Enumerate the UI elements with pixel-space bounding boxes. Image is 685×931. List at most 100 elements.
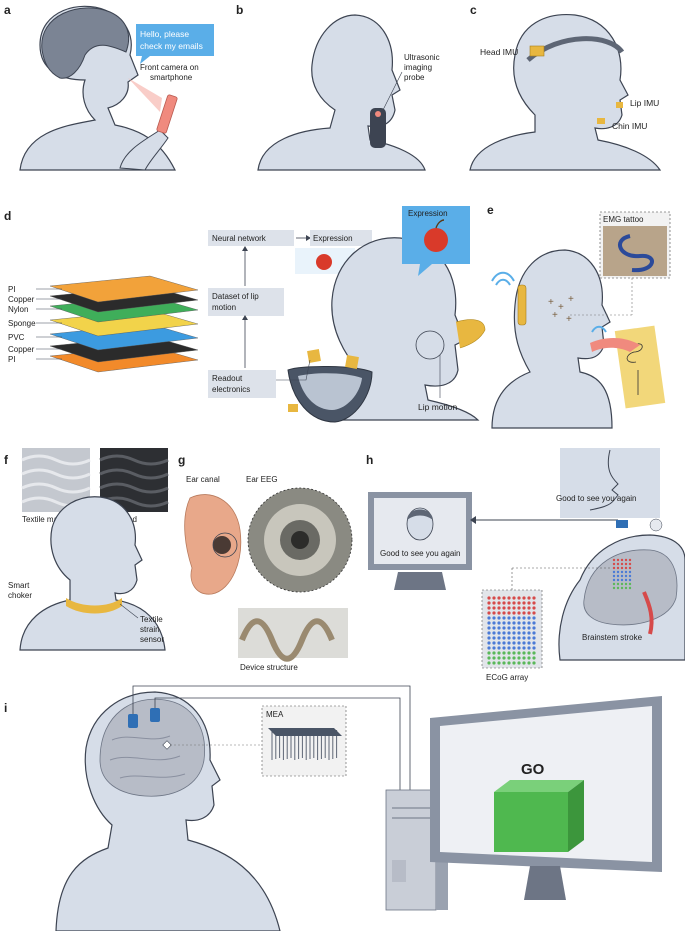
- ecog-electrode: [620, 562, 624, 566]
- ecog-inset-electrode: [487, 596, 491, 600]
- brainstem-stroke-marker: [642, 591, 654, 635]
- ecog-inset-electrode: [512, 611, 516, 615]
- ecog-inset-electrode: [487, 631, 491, 635]
- ecog-inset-electrode: [522, 646, 526, 650]
- ecog-inset-electrode: [502, 616, 506, 620]
- layer-label-2: Nylon: [8, 305, 28, 314]
- ecog-electrode: [628, 558, 632, 562]
- ecog-inset-electrode: [532, 621, 536, 625]
- ecog-inset-electrode: [527, 656, 531, 660]
- ecog-inset-electrode: [527, 641, 531, 645]
- ecog-inset-electrode: [532, 626, 536, 630]
- panel-g-letter: g: [178, 453, 185, 467]
- ecog-inset-electrode: [487, 601, 491, 605]
- chin-imu-label: Chin IMU: [612, 121, 647, 131]
- ecog-inset-electrode: [507, 661, 511, 665]
- ecog-inset-electrode: [492, 661, 496, 665]
- ecog-inset-electrode: [487, 646, 491, 650]
- mea-base: [268, 728, 342, 736]
- layer-label-0: PI: [8, 285, 16, 294]
- dataset-box: [208, 288, 284, 316]
- side-sensor-strip: [455, 319, 486, 349]
- ecog-inset-electrode: [517, 606, 521, 610]
- sensor-pad-side: [288, 404, 298, 412]
- ecog-inset-electrode: [512, 621, 516, 625]
- ecog-inset-electrode: [532, 596, 536, 600]
- ecog-electrode: [624, 558, 628, 562]
- ecog-inset-electrode: [527, 616, 531, 620]
- ecog-electrode: [624, 570, 628, 574]
- ecog-inset-electrode: [487, 651, 491, 655]
- dataset-line2: motion: [212, 303, 236, 312]
- lip-imu-icon: [616, 102, 623, 108]
- ecog-electrode: [628, 562, 632, 566]
- ecog-inset-electrode: [517, 656, 521, 660]
- head-imu-icon: [529, 45, 545, 57]
- layer-label-5: Copper: [8, 345, 35, 354]
- ecog-inset-electrode: [507, 646, 511, 650]
- ecog-inset-electrode: [492, 606, 496, 610]
- smartphone-icon: [156, 94, 178, 134]
- ecog-inset-electrode: [527, 661, 531, 665]
- ecog-inset-electrode: [532, 606, 536, 610]
- camera-label-line2: smartphone: [150, 73, 193, 82]
- ecog-electrode: [628, 578, 632, 582]
- device-structure-label: Device structure: [240, 663, 298, 672]
- ear-eeg-label: Ear EEG: [246, 475, 278, 484]
- ecog-inset-electrode: [492, 611, 496, 615]
- ecog-inset-electrode: [527, 611, 531, 615]
- sensor-pad-right: [345, 355, 359, 369]
- ecog-inset-electrode: [497, 631, 501, 635]
- ultrasonic-probe-icon: [370, 108, 386, 148]
- ecog-inset-electrode: [522, 616, 526, 620]
- ecog-inset-electrode: [497, 661, 501, 665]
- ecog-inset-electrode: [517, 626, 521, 630]
- ecog-grid-on-brain: [612, 558, 632, 590]
- ecog-inset-electrode: [532, 641, 536, 645]
- panel-b: b Ultrasonic imaging probe: [236, 3, 440, 171]
- ecog-inset-electrode: [527, 626, 531, 630]
- ecog-electrode: [616, 558, 620, 562]
- ecog-electrode: [624, 582, 628, 586]
- ecog-inset-electrode: [532, 661, 536, 665]
- ecog-inset-electrode: [492, 601, 496, 605]
- ecog-inset-electrode: [512, 606, 516, 610]
- ecog-inset-electrode: [507, 606, 511, 610]
- tower-bay: [392, 860, 406, 882]
- ecog-inset-electrode: [517, 616, 521, 620]
- ecog-inset-electrode: [497, 596, 501, 600]
- ecog-inset-electrode: [512, 656, 516, 660]
- face-thought-cloud: [560, 448, 660, 518]
- ecog-inset-electrode: [502, 626, 506, 630]
- ecog-inset-electrode: [522, 626, 526, 630]
- ecog-inset-electrode: [492, 631, 496, 635]
- neural-network-label: Neural network: [212, 234, 267, 243]
- go-cube-top: [494, 780, 584, 792]
- ecog-electrode: [616, 570, 620, 574]
- emg-tattoo-label: EMG tattoo: [603, 215, 644, 224]
- man-figure-c: [469, 13, 662, 171]
- ecog-inset-electrode: [517, 641, 521, 645]
- ecog-electrode: [624, 578, 628, 582]
- arrow-head-monitor: [470, 516, 476, 524]
- neural-network-box: [208, 230, 294, 246]
- ecog-inset-electrode: [492, 621, 496, 625]
- ecog-inset-electrode: [502, 636, 506, 640]
- panel-e-letter: e: [487, 203, 494, 217]
- dataset-line1: Dataset of lip: [212, 292, 259, 301]
- tattoo-pattern: [618, 234, 654, 273]
- ecog-inset-electrode: [507, 651, 511, 655]
- ecog-inset-electrode: [502, 606, 506, 610]
- ecog-inset-electrode: [497, 646, 501, 650]
- ecog-inset-electrode: [522, 636, 526, 640]
- ecog-electrode: [620, 570, 624, 574]
- ecog-inset-electrode: [502, 601, 506, 605]
- ecog-inset-electrode: [487, 626, 491, 630]
- expression-box: [310, 230, 372, 246]
- eeg-ring-3: [291, 531, 309, 549]
- brain-i: [99, 698, 206, 797]
- panel-c: c Head IMU Lip IMU Chin IMU: [469, 3, 662, 171]
- ear-canal-opening: [213, 536, 231, 554]
- ecog-inset-electrode: [487, 611, 491, 615]
